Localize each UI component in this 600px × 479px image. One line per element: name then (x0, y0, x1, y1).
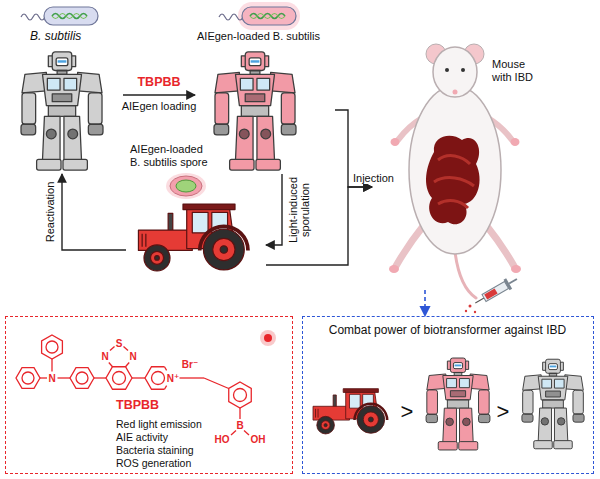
node-label: B. subtilis (30, 30, 81, 43)
node-text: Red light emission (116, 418, 202, 431)
spore-tractor: AIEgen-loaded B. subtilis spore (126, 143, 266, 275)
compound-name: TBPBB (137, 76, 180, 89)
edge-label: Light-induced sporulation (287, 173, 311, 247)
node-label: Mouse with IBD (492, 58, 542, 84)
node-label: AIEgen-loaded B. subtilis (197, 30, 320, 43)
node-label: AIEgen-loaded B. subtilis spore (130, 143, 214, 169)
grey-robot (21, 52, 103, 170)
atom-symbol: B (236, 420, 243, 431)
process-arrow (62, 174, 126, 250)
process-arrow (123, 94, 195, 95)
small-grey-robot (522, 359, 584, 449)
pink-robot (214, 52, 296, 170)
node-label: TBPBB (116, 399, 159, 412)
spore-icon (166, 173, 206, 199)
atom-symbol: N (129, 351, 136, 362)
node-text: Bacteria staining (116, 444, 194, 457)
edge-label: Injection (352, 172, 395, 184)
node-text: AIE activity (116, 431, 168, 444)
bacterium-robot: B. subtilis (5, 2, 123, 174)
greater-than-sign: > (497, 400, 510, 423)
atom-symbol: N (48, 373, 55, 384)
structure-panel: TBPBB Red light emissionAIE activityBacte… (5, 316, 293, 474)
loaded-bacterium-icon (219, 7, 296, 25)
red-emission-dot (260, 330, 276, 346)
process-arrow (266, 174, 282, 245)
edge-label: Reactivation (44, 181, 56, 244)
atom-symbol: N (101, 351, 108, 362)
chemical-structure (16, 335, 251, 435)
process-arrow (266, 187, 372, 265)
atom-symbol: HO (215, 434, 230, 445)
node-text: ROS generation (116, 457, 191, 470)
loaded-bacterium-robot: AIEgen-loaded B. subtilis (195, 2, 335, 174)
edge-label: AIEgen loading (121, 100, 198, 112)
mouse-illustration (389, 44, 521, 313)
atom-symbol: S (116, 338, 123, 349)
small-red-tractor (313, 389, 387, 434)
comparison-panel: Combat power of biotransformer against I… (302, 316, 594, 474)
mouse-figure: Mouse with IBD (372, 40, 587, 290)
atom-symbol: N⁺ (167, 373, 180, 384)
atom-symbol: OH (251, 434, 266, 445)
small-pink-robot (426, 358, 490, 450)
node-label: Combat power of biotransformer against I… (303, 324, 592, 337)
greater-than-sign: > (401, 400, 414, 423)
bacterium-icon (21, 7, 98, 25)
atom-symbol: Br⁻ (182, 359, 198, 370)
dashed-arrow (424, 290, 426, 316)
red-tractor (138, 204, 248, 271)
